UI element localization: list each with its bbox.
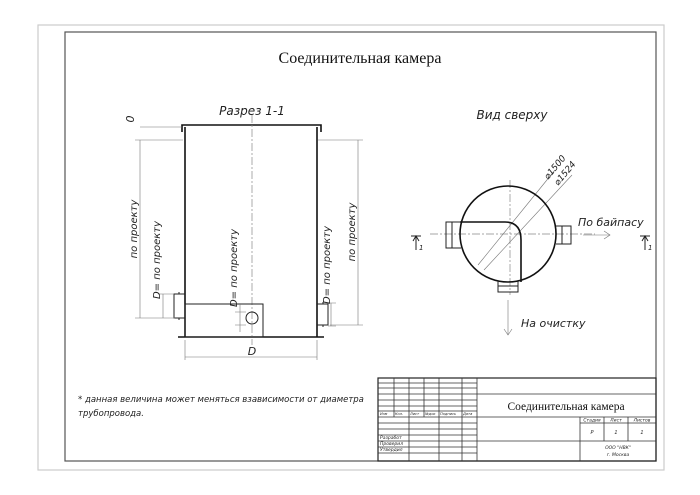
top-right-nozzle	[556, 225, 572, 245]
cleaning-arrow	[503, 300, 513, 336]
dim-left-outer: по проекту	[129, 199, 140, 259]
sheets-value: 1	[640, 430, 643, 436]
dim-left-outer-line	[135, 139, 183, 319]
col-list: Лист	[409, 412, 420, 416]
section-label: Разрез 1-1	[219, 104, 285, 118]
role-checked: Проверил	[380, 441, 403, 447]
top-view-label: Вид сверху	[476, 108, 548, 122]
stage-value: Р	[590, 430, 593, 436]
role-approved: Утвердил	[380, 447, 403, 453]
col-ndoc: №док	[424, 412, 436, 416]
cleaning-label: На очистку	[521, 317, 586, 330]
chamber-circle	[459, 185, 557, 283]
section-marker-left	[411, 235, 421, 250]
dim-right-outer: по проекту	[347, 202, 358, 262]
dim-left-inner-line	[158, 293, 174, 318]
top-view: Вид сверху ⌀1500 ⌀1524 По байпасу На очи…	[411, 108, 652, 336]
org-line-1: ООО "НВК"	[605, 445, 631, 451]
dim-right-inner-line	[328, 302, 336, 327]
sheet-border	[37, 24, 665, 471]
dim-right-inner: D= по проекту	[322, 225, 333, 304]
section-view: Разрез 1-1 0 по проекту D= по проекту D=…	[124, 104, 363, 360]
dim-center: D= по проекту	[229, 228, 240, 307]
dim-bottom-line	[184, 340, 318, 360]
drawing-title: Соединительная камера	[279, 50, 442, 67]
col-izm: Изм	[380, 412, 388, 416]
dim-left-inner: D= по проекту	[152, 220, 163, 299]
drawing-frame	[64, 31, 657, 462]
pipe-circle	[245, 311, 259, 325]
left-nozzle	[173, 292, 185, 320]
elbow-pipe	[460, 221, 522, 282]
top-level-mark: 0	[124, 116, 137, 123]
section-marker-right	[640, 235, 650, 250]
dim-bottom: D	[248, 345, 256, 358]
right-nozzle	[317, 302, 329, 327]
tank-walls	[184, 127, 318, 337]
bypass-arrow	[583, 230, 611, 240]
role-developed: Разработ	[380, 435, 402, 441]
col-podpis: Подпись	[440, 412, 456, 416]
col-kol: Кол.	[395, 412, 403, 416]
stage-header: Стадия	[583, 418, 601, 424]
dim-right-outer-line	[318, 139, 363, 326]
sheet-header: Лист	[609, 418, 622, 424]
note-line-1: * данная величина может меняться взависи…	[78, 395, 364, 405]
sheets-header: Листов	[633, 418, 651, 424]
section-mark-right: 1	[648, 244, 652, 252]
top-bottom-nozzle	[497, 281, 519, 293]
dim-center-line	[235, 304, 246, 332]
col-data: Дата	[462, 412, 472, 416]
bypass-label: По байпасу	[578, 216, 644, 229]
section-mark-left: 1	[419, 244, 423, 252]
org-line-2: г. Москва	[607, 452, 630, 458]
pipe-box	[184, 303, 264, 338]
title-block-name: Соединительная камера	[507, 401, 624, 413]
title-block: Изм Кол. Лист №док Подпись Дата Разработ…	[377, 377, 657, 462]
top-left-nozzle	[445, 221, 461, 249]
sheet-value: 1	[614, 430, 617, 436]
note-line-2: трубопровода.	[78, 409, 144, 419]
tank-lid	[181, 124, 322, 132]
